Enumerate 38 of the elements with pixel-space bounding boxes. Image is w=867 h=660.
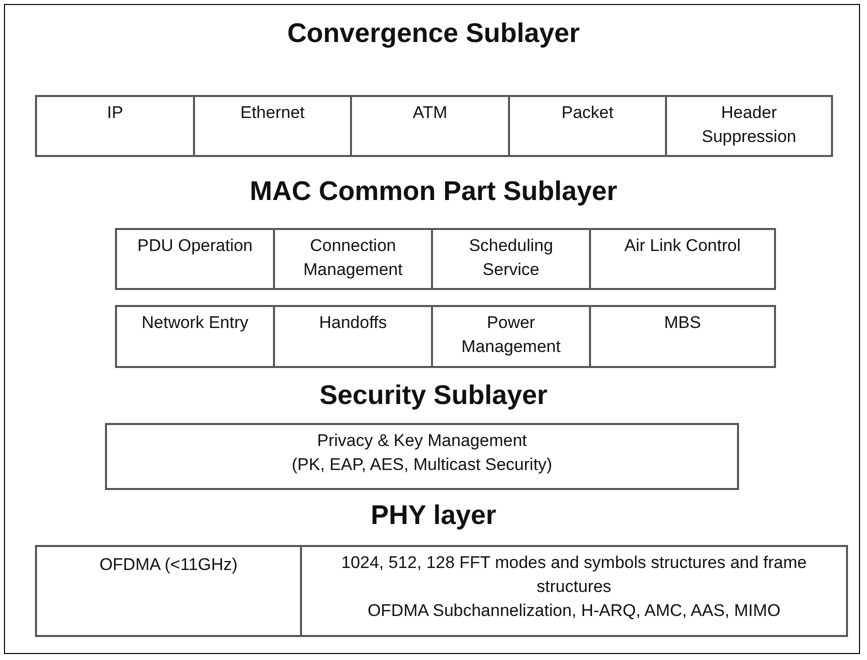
cell-text: MBS xyxy=(664,312,701,334)
layer-cell xyxy=(35,95,195,157)
layer-heading: Convergence Sublayer xyxy=(286,18,581,49)
cell-text: Air Link Control xyxy=(624,235,741,257)
cell-text: Privacy & Key Management xyxy=(317,430,527,452)
cell-text: OFDMA Subchannelization, H-ARQ, AMC, AAS, MIMO xyxy=(368,600,780,622)
layer-cell xyxy=(508,95,667,157)
cell-text: Connection Management xyxy=(302,235,404,281)
cell-text: Packet xyxy=(562,102,614,124)
layer-cell xyxy=(115,305,275,368)
layer-heading: PHY layer xyxy=(370,500,498,531)
layer-cell xyxy=(193,95,352,157)
layer-cell xyxy=(431,228,591,290)
layer-cell xyxy=(115,228,275,290)
layer-cell xyxy=(273,305,433,368)
cell-text: Ethernet xyxy=(240,102,305,124)
layer-heading: Security Sublayer xyxy=(318,380,549,411)
cell-text: PDU Operation xyxy=(137,235,253,257)
layer-cell xyxy=(431,305,591,368)
cell-text: Header Suppression xyxy=(700,102,798,148)
cell-text: Scheduling Service xyxy=(468,235,554,281)
layer-cell xyxy=(35,545,302,637)
cell-text: OFDMA (<11GHz) xyxy=(99,554,238,576)
layer-cell xyxy=(105,423,739,490)
layer-cell xyxy=(350,95,510,157)
layer-cell xyxy=(589,228,776,290)
cell-text: IP xyxy=(106,102,124,124)
layer-cell xyxy=(589,305,776,368)
cell-text: Network Entry xyxy=(142,312,248,334)
cell-text: Handoffs xyxy=(319,312,387,334)
cell-text: Power Management xyxy=(460,312,562,358)
layer-cell xyxy=(300,545,848,637)
layer-heading: MAC Common Part Sublayer xyxy=(248,176,618,207)
cell-text: (PK, EAP, AES, Multicast Security) xyxy=(292,454,552,476)
layer-cell xyxy=(665,95,833,157)
cell-text: ATM xyxy=(412,102,448,124)
cell-text: 1024, 512, 128 FFT modes and symbols structures and frame structures xyxy=(340,552,808,598)
layer-cell xyxy=(273,228,433,290)
